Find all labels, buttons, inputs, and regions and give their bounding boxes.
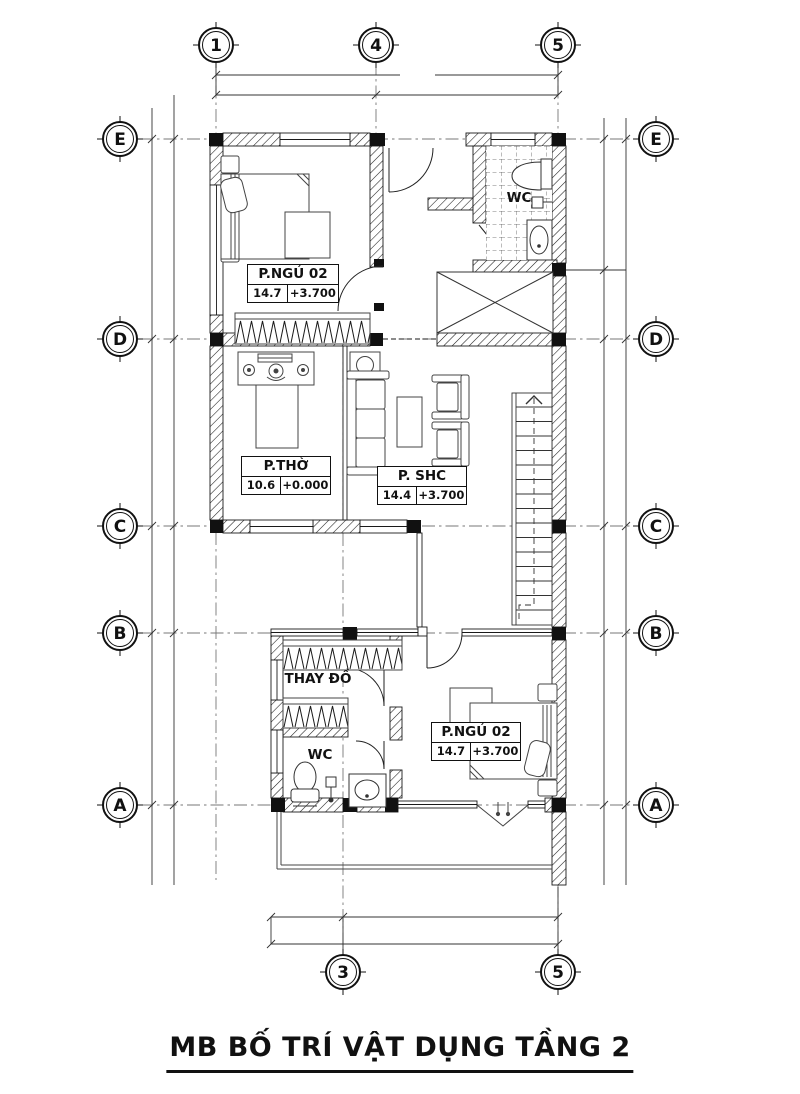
room-area: 14.7 [248, 285, 288, 302]
grid-bubble-left-c: C [97, 503, 143, 549]
room-area: 14.7 [432, 743, 471, 760]
room-name: P. SHC [378, 467, 466, 487]
worship-furniture [237, 351, 315, 449]
dimension-lines [147, 60, 631, 953]
room-label-dressing: THAY ĐỒ [284, 671, 352, 687]
room-label-wc-top: WC [506, 190, 532, 206]
living-furniture [346, 351, 470, 476]
grid-bubble-left-a: A [97, 782, 143, 828]
room-name: P.NGỦ 02 [432, 723, 520, 743]
room-tag-bedroom-top: P.NGỦ 02 14.7 +3.700 [247, 264, 339, 303]
grid-bubble-left-e: E [97, 116, 143, 162]
svg-text:1: 1 [210, 36, 222, 56]
svg-text:4: 4 [370, 36, 382, 56]
grid-bubble-bottom-5: 5 [535, 949, 581, 995]
svg-text:D: D [649, 330, 663, 350]
room-area: 14.4 [378, 487, 417, 504]
room-tag-worship: P.THỜ 10.6 +0.000 [241, 456, 331, 495]
bedroom-top-furniture [220, 155, 371, 345]
wc-bottom-fixtures [290, 761, 387, 808]
grid-bubbles: 1 4 5 3 5 E D C B A E D C B A [97, 22, 679, 995]
columns [209, 133, 566, 812]
svg-text:A: A [649, 796, 663, 816]
svg-text:A: A [113, 796, 127, 816]
grid-bubble-top-5: 5 [535, 22, 581, 68]
grid-bubble-top-4: 4 [353, 22, 399, 68]
svg-text:D: D [113, 330, 127, 350]
svg-text:B: B [650, 624, 663, 644]
room-tag-bedroom-bottom: P.NGỦ 02 14.7 +3.700 [431, 722, 521, 761]
grid-bubble-left-d: D [97, 316, 143, 362]
balcony [276, 802, 552, 870]
room-area: 10.6 [242, 477, 281, 494]
grid-bubble-right-b: B [633, 610, 679, 656]
svg-text:3: 3 [337, 963, 349, 983]
room-name: P.THỜ [242, 457, 330, 477]
room-level: +3.700 [472, 744, 519, 758]
svg-text:E: E [114, 130, 126, 150]
stairs [511, 392, 553, 626]
room-label-wc-bottom: WC [307, 747, 333, 763]
room-level: +3.700 [418, 488, 465, 502]
svg-text:B: B [114, 624, 127, 644]
grid-bubble-right-e: E [633, 116, 679, 162]
room-level: +3.700 [289, 286, 336, 300]
svg-text:5: 5 [552, 963, 564, 983]
plan-title: MB BỐ TRÍ VẬT DỤNG TẦNG 2 [166, 1032, 634, 1073]
grid-bubble-top-1: 1 [193, 22, 239, 68]
grid-bubble-right-d: D [633, 316, 679, 362]
svg-text:C: C [114, 517, 126, 537]
svg-text:C: C [650, 517, 662, 537]
grid-bubble-right-c: C [633, 503, 679, 549]
wc-top-fixtures [486, 146, 553, 261]
svg-text:5: 5 [552, 36, 564, 56]
dressing-furniture [282, 639, 403, 729]
grid-bubble-left-b: B [97, 610, 143, 656]
svg-text:E: E [650, 130, 662, 150]
room-name: P.NGỦ 02 [248, 265, 338, 285]
room-level: +0.000 [282, 478, 329, 492]
grid-bubble-right-a: A [633, 782, 679, 828]
grid-bubble-bottom-3: 3 [320, 949, 366, 995]
room-tag-living: P. SHC 14.4 +3.700 [377, 466, 467, 505]
void-cross [436, 271, 554, 334]
